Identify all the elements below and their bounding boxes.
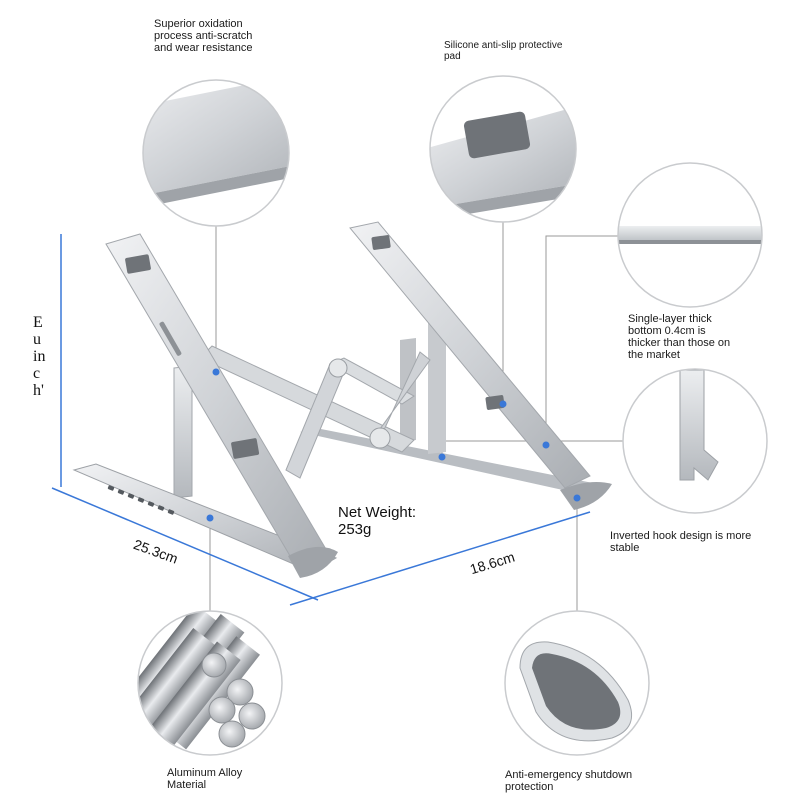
detail-circle-inverted-hook xyxy=(622,368,768,514)
marker-dot-single-layer xyxy=(542,441,550,449)
front-base-bar xyxy=(72,463,338,573)
width-dimension-line xyxy=(289,511,591,606)
anti-slip-hook-pad xyxy=(532,653,621,730)
detail-circle-single-layer xyxy=(617,162,763,308)
marker-dot-silicone xyxy=(499,400,507,408)
label-inverted-hook: Inverted hook design is more stable xyxy=(610,530,752,554)
marker-dot-aluminum xyxy=(206,514,214,522)
detail-circle-aluminum xyxy=(137,610,283,756)
label-silicone-pad: Silicone anti-slip protective pad xyxy=(444,40,563,62)
marker-dot-anti-emergency xyxy=(573,494,581,502)
label-aluminum: Aluminum Alloy Material xyxy=(167,767,243,791)
net-weight-label: Net Weight: xyxy=(338,504,417,521)
silicone-pad-closeup xyxy=(463,111,531,159)
front-hook xyxy=(288,546,338,578)
dimension-lines xyxy=(51,234,591,606)
detail-circle-silicone-pad xyxy=(429,75,577,223)
depth-dimension-line xyxy=(51,487,319,601)
laptop-stand xyxy=(72,221,612,578)
label-anti-emergency: Anti-emergency shutdown protection xyxy=(505,769,633,793)
marker-dot-inverted-hook xyxy=(438,453,446,461)
hinge-center xyxy=(369,427,391,449)
height-dimension-label: E u in c h' xyxy=(33,314,46,399)
front-top-pad xyxy=(125,254,151,274)
detail-circle-oxidation xyxy=(142,79,290,227)
back-vertical-support-right xyxy=(428,320,446,454)
detail-circle-anti-emergency xyxy=(504,610,650,756)
label-single-layer: Single-layer thick bottom 0.4cm is thick… xyxy=(628,313,731,361)
marker-dots xyxy=(206,368,581,522)
front-arm-slot xyxy=(159,321,182,356)
base-vent-holes xyxy=(107,485,175,515)
front-mid-pad xyxy=(231,438,260,459)
hinge-top xyxy=(328,358,348,378)
marker-dot-oxidation xyxy=(212,368,220,376)
aluminum-rods-icon xyxy=(138,611,266,753)
back-hook xyxy=(560,482,612,510)
back-mid-pad xyxy=(485,395,505,410)
label-oxidation: Superior oxidation process anti-scratch … xyxy=(154,18,253,54)
net-weight-value: 253g xyxy=(338,521,372,538)
leader-line-single-layer xyxy=(545,235,618,445)
back-top-pad xyxy=(371,235,391,250)
